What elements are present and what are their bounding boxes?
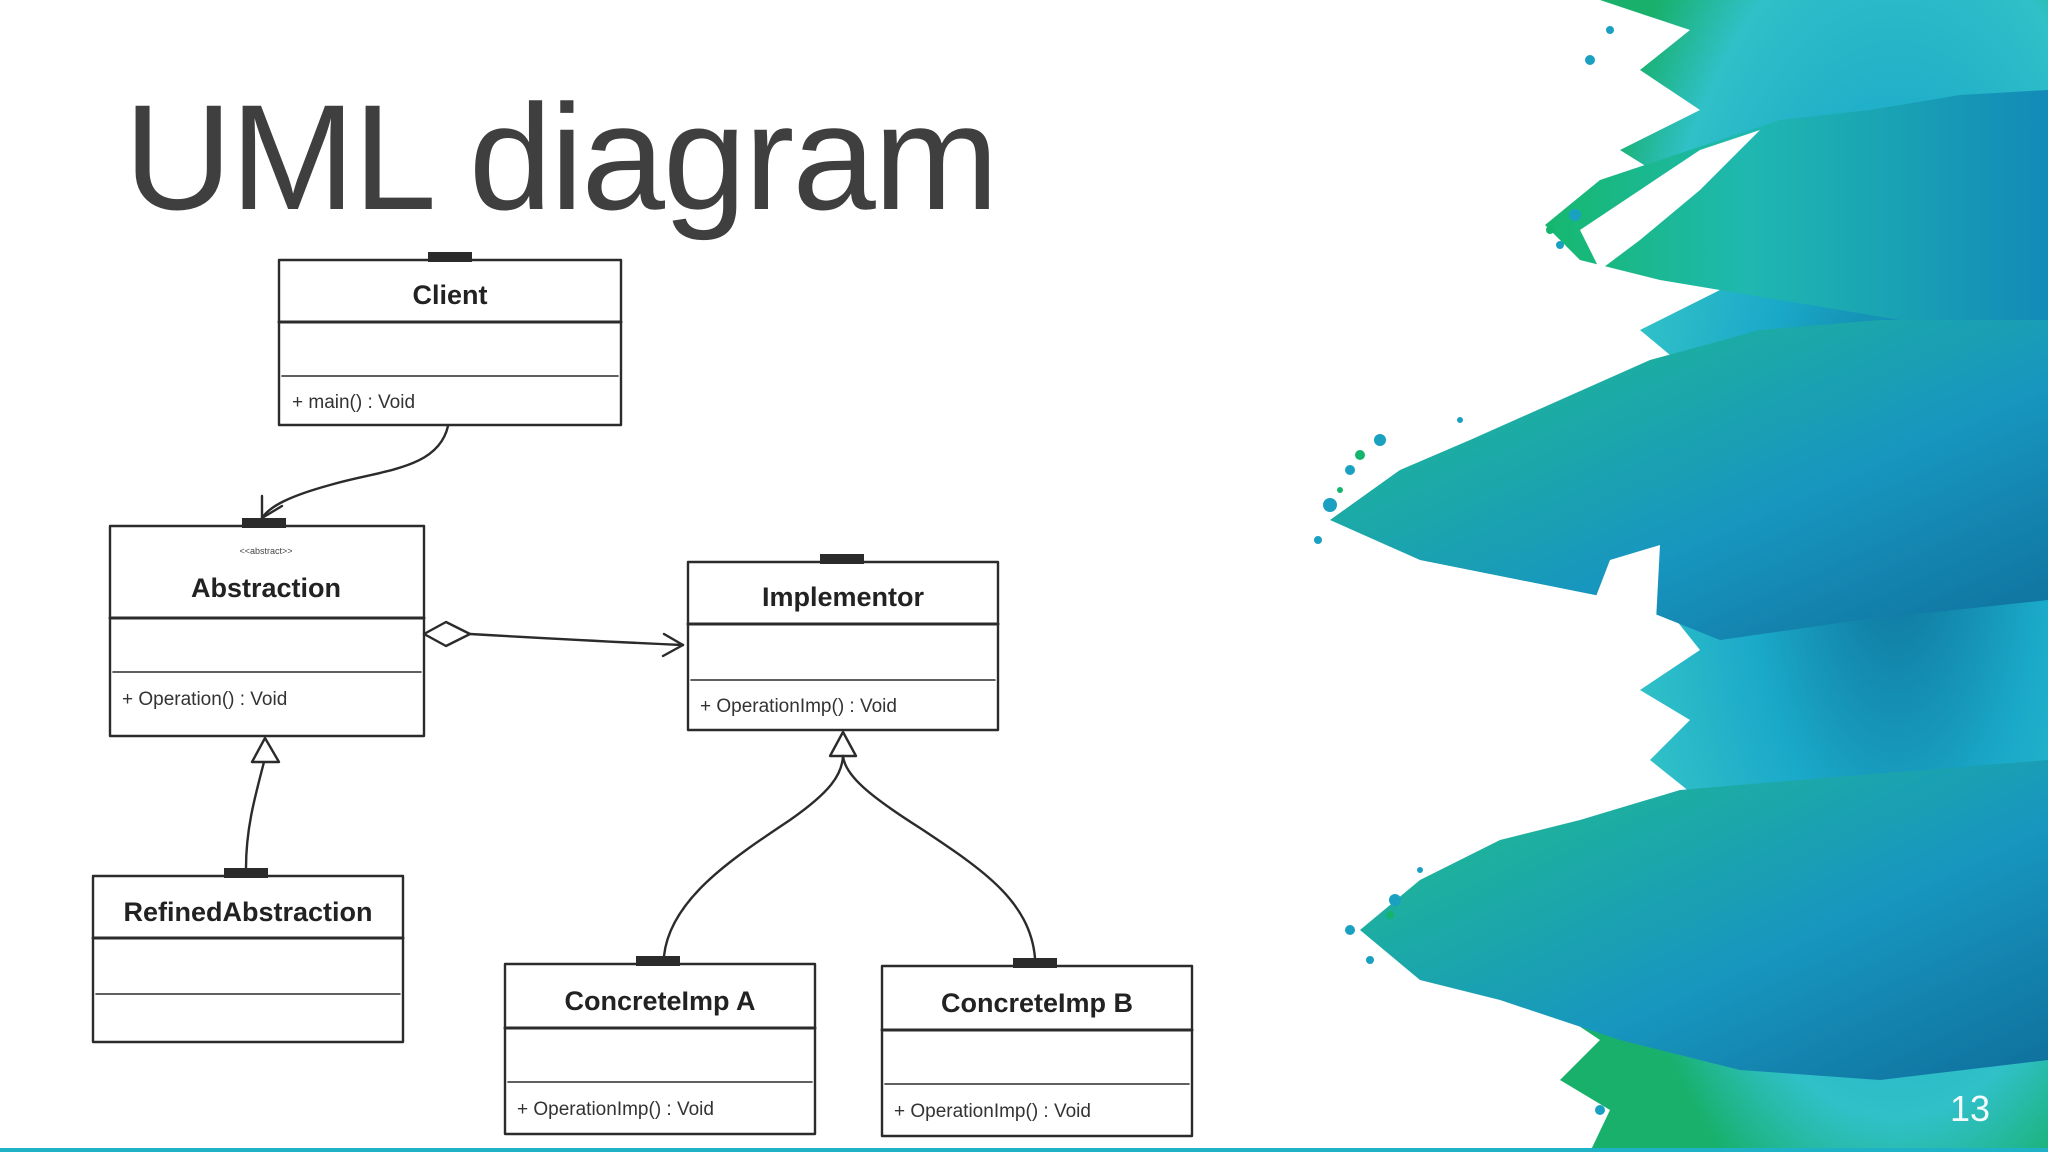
abstraction-operation: + Operation() : Void xyxy=(122,689,287,710)
edge-concrete-b-implementor xyxy=(841,754,1037,960)
arrowhead-client-abstraction xyxy=(260,494,284,520)
refined-abstraction-name: RefinedAbstraction xyxy=(123,897,372,927)
class-concrete-a xyxy=(503,956,817,1136)
arrowhead-implementor xyxy=(661,632,685,658)
paint-band-middle xyxy=(1330,320,2048,640)
client-name: Client xyxy=(412,280,487,310)
aggregation-diamond xyxy=(422,620,472,648)
implementor-operation: + OperationImp() : Void xyxy=(700,696,897,717)
paint-white-notch-1 xyxy=(1440,545,1660,820)
refined-abstraction-box xyxy=(91,874,405,1044)
paint-splatter xyxy=(1314,26,1614,1115)
paint-splatter-green xyxy=(1337,226,1554,919)
class-abstraction xyxy=(108,518,426,738)
bottom-accent-line xyxy=(0,1148,2048,1152)
concrete-a-box xyxy=(503,962,817,1136)
abstraction-stereotype: <<abstract>> xyxy=(239,546,292,556)
edge-client-abstraction xyxy=(260,424,450,520)
class-refined-abstraction xyxy=(91,868,405,1044)
edge-abstraction-implementor xyxy=(468,632,685,647)
concrete-a-name: ConcreteImp A xyxy=(564,986,755,1016)
concrete-a-tab xyxy=(636,956,680,966)
client-box xyxy=(277,258,623,427)
concrete-b-operation: + OperationImp() : Void xyxy=(894,1101,1091,1122)
class-client xyxy=(277,252,623,427)
generalization-triangle-implementor xyxy=(828,730,858,758)
concrete-a-operation: + OperationImp() : Void xyxy=(517,1099,714,1120)
implementor-tab xyxy=(820,554,864,564)
edge-concrete-a-implementor xyxy=(662,754,845,958)
implementor-name: Implementor xyxy=(762,582,925,612)
abstraction-tab xyxy=(242,518,286,528)
edge-refined-abstraction xyxy=(244,760,266,870)
generalization-triangle-abstraction xyxy=(250,736,281,764)
concrete-b-tab xyxy=(1013,958,1057,968)
class-concrete-b xyxy=(880,958,1194,1138)
client-operation: + main() : Void xyxy=(292,392,415,413)
paint-white-notch-2 xyxy=(1580,130,1760,270)
refined-abstraction-tab xyxy=(224,868,268,878)
client-tab xyxy=(428,252,472,262)
paint-band-lower xyxy=(1360,760,2048,1080)
abstraction-name: Abstraction xyxy=(191,573,341,603)
abstraction-box xyxy=(108,524,426,738)
page-number: 13 xyxy=(1949,1088,1990,1129)
concrete-b-box xyxy=(880,964,1194,1138)
paint-band-top xyxy=(1545,90,2048,330)
concrete-b-name: ConcreteImp B xyxy=(941,988,1133,1018)
slide-title: UML diagram xyxy=(124,73,999,241)
class-implementor xyxy=(686,554,1000,732)
implementor-box xyxy=(686,560,1000,732)
